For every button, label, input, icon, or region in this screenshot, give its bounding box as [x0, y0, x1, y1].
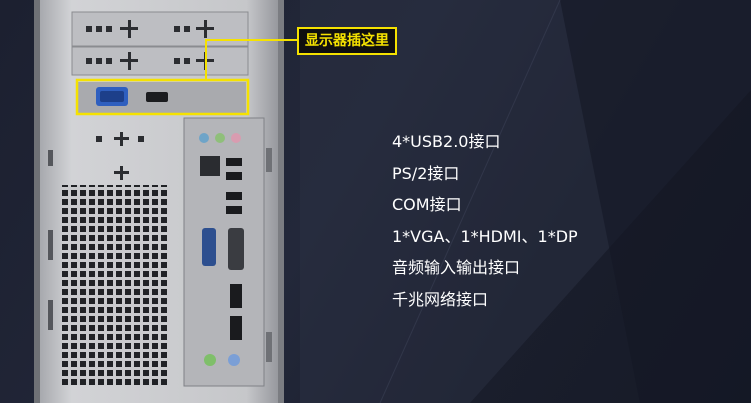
spec-item-audio: 音频输入输出接口 [392, 258, 521, 278]
interface-spec-list: 4*USB2.0接口 PS/2接口 COM接口 1*VGA、1*HDMI、1*D… [392, 126, 578, 316]
spec-item-usb: 4*USB2.0接口 [392, 132, 501, 151]
graphics-port-highlight [75, 78, 250, 116]
hdmi-port-icon [146, 92, 168, 102]
monitor-callout-label: 显示器插这里 [297, 27, 397, 55]
spec-item-ps2: PS/2接口 [392, 163, 460, 183]
spec-item-network: 千兆网络接口 [392, 289, 489, 309]
spec-item-com: COM接口 [392, 195, 462, 215]
spec-item-video: 1*VGA、1*HDMI、1*DP [392, 226, 578, 246]
usb-port-icon [226, 158, 242, 166]
pc-chassis-rear-panel [34, 0, 284, 403]
serial-port-icon [202, 228, 216, 266]
ethernet-port-icon [200, 156, 220, 176]
audio-jack-icon [199, 133, 209, 143]
ps2-port-icon [204, 354, 216, 366]
